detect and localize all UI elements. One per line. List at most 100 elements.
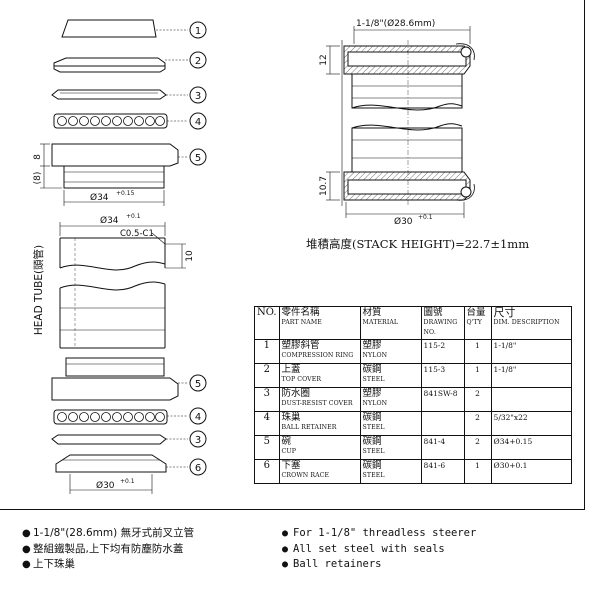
callout-4: 4 [195, 117, 201, 128]
row-qty: 2 [463, 435, 492, 460]
callout-6: 6 [195, 463, 201, 474]
callout-4-lower: 4 [195, 412, 201, 423]
callout-circles [189, 21, 207, 476]
part-cup-bottom [51, 357, 179, 401]
bullet-icon: ● [22, 543, 31, 555]
row-drawing: 841SW-8 [420, 387, 465, 412]
frame-bottom-border [0, 509, 585, 510]
row-qty: 1 [463, 339, 492, 364]
note-text: 整組鐵製品,上下均有防塵防水蓋 [33, 542, 184, 555]
bullet-icon: ● [282, 528, 289, 539]
list-item: ● For 1-1/8" threadless steerer [282, 526, 476, 542]
row-qty: 1 [463, 459, 492, 484]
bullet-icon: ● [22, 528, 31, 539]
bullet-icon: ● [282, 543, 289, 555]
dim-lines-head-tube [59, 222, 186, 269]
callout-5: 5 [195, 153, 201, 164]
part-ball-retainer-bottom [53, 409, 168, 425]
row-no: 6 [254, 459, 280, 484]
dim-cup-insert-height: (8) [33, 172, 43, 185]
part-compression-ring-top [61, 19, 157, 38]
dim-lines-cup-top [40, 143, 165, 206]
part-dust-seal-bottom [51, 434, 167, 445]
dim-tube-tolerance: +0.1 [126, 213, 141, 220]
dim-steerer: 1-1/8"(Ø28.6mm) [356, 18, 435, 29]
row-dim: 5/32"x22 [490, 411, 573, 436]
dim-bottom-diameter: Ø30 [394, 216, 413, 227]
dim-tube-depth: 10 [185, 250, 195, 262]
row-no: 5 [254, 435, 280, 460]
dim-bottom-height: 10.7 [319, 176, 329, 196]
row-dim: 1-1/8" [490, 339, 573, 364]
callout-3: 3 [195, 91, 201, 102]
list-item: ●上下珠巢 [22, 557, 194, 573]
part-ball-retainer-top [53, 113, 168, 129]
row-drawing: 115-3 [420, 363, 465, 388]
dim-top-height: 12 [319, 54, 329, 65]
dim-crown-tolerance: +0.1 [120, 478, 135, 485]
stack-height: 堆積高度(STACK HEIGHT)=22.7±1mm [306, 237, 530, 251]
row-drawing: 841-4 [420, 435, 465, 460]
bullet-icon: ● [282, 559, 289, 570]
row-qty: 1 [463, 363, 492, 388]
note-text: All set steel with seals [293, 542, 445, 555]
callout-leaders [156, 29, 188, 468]
row-no: 1 [254, 339, 280, 364]
callout-3-lower: 3 [195, 435, 201, 446]
frame-right-border [584, 0, 585, 510]
callout-5-lower: 5 [195, 379, 201, 390]
callout-1: 1 [195, 26, 201, 37]
row-no: 3 [254, 387, 280, 412]
note-text: 1-1/8"(28.6mm) 無牙式前叉立管 [33, 527, 195, 539]
bullet-icon: ● [22, 559, 31, 570]
row-no: 2 [254, 363, 280, 388]
part-top-cover [53, 57, 166, 73]
dimension-labels: 8 (8) Ø34 +0.15 Ø34 +0.1 C0.5-C1 10 Ø30 … [33, 18, 435, 491]
note-text: For 1-1/8" threadless steerer [293, 527, 477, 539]
head-tube [59, 237, 166, 349]
dim-lines-crown-race [69, 474, 153, 494]
notes-english: ● For 1-1/8" threadless steerer ● All set … [282, 526, 476, 573]
dim-tube-diameter: Ø34 [100, 215, 119, 226]
row-qty: 2 [463, 411, 492, 436]
part-cup-top [51, 143, 179, 189]
list-item: ● All set steel with seals [282, 542, 476, 558]
list-item: ●整組鐵製品,上下均有防塵防水蓋 [22, 542, 194, 558]
part-dust-seal-top [51, 89, 167, 100]
row-dim: 1-1/8" [490, 363, 573, 388]
row-drawing: 841-6 [420, 459, 465, 484]
notes-chinese: ●1-1/8"(28.6mm) 無牙式前叉立管 ●整組鐵製品,上下均有防塵防水蓋… [22, 526, 194, 573]
row-dim: Ø34+0.15 [490, 435, 573, 460]
assembly-section [341, 40, 475, 206]
row-qty: 2 [463, 387, 492, 412]
row-drawing [420, 411, 465, 436]
row-dim: Ø30+0.1 [490, 459, 573, 484]
col-no: NO. [254, 306, 280, 340]
dim-lines-assembly [326, 26, 471, 218]
callout-2: 2 [195, 56, 201, 67]
row-no: 4 [254, 411, 280, 436]
dim-cup-height: 8 [33, 154, 43, 160]
note-text: Ball retainers [293, 558, 382, 570]
dim-cup-diameter: Ø34 [90, 192, 109, 203]
note-text: 上下珠巢 [33, 558, 75, 570]
